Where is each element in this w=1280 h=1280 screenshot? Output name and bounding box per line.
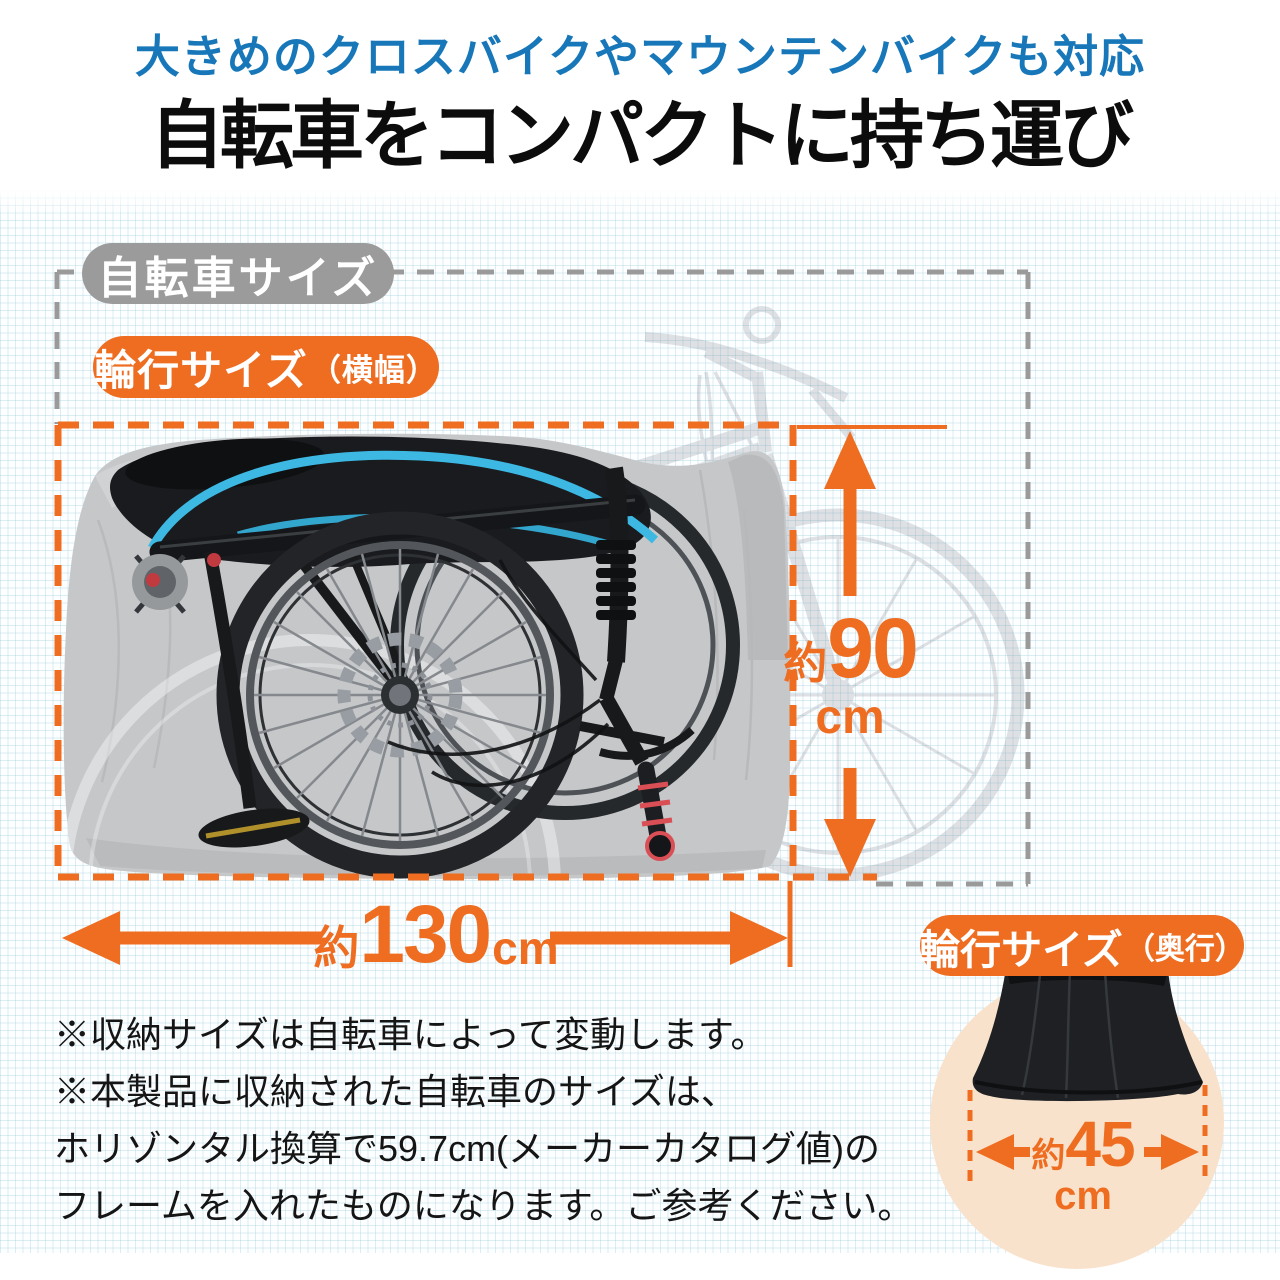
note-line: ※収納サイズは自転車によって変動します。: [54, 1014, 767, 1055]
note-line: ホリゾンタル換算で59.7cm(メーカーカタログ値)の: [54, 1128, 881, 1169]
bike-size-badge-label: 自転車サイズ: [97, 253, 379, 303]
packed-size-dashed-box: [54, 421, 877, 881]
notes: ※収納サイズは自転車によって変動します。 ※本製品に収納された自転車のサイズは、…: [54, 1006, 913, 1234]
width-value: 130: [359, 889, 492, 980]
height-value: 90: [827, 601, 918, 695]
extension-lines: [787, 425, 947, 967]
carry-depth-badge-sub: （奥行）: [1124, 932, 1245, 966]
height-arrow: [824, 431, 876, 877]
width-arrow: [62, 911, 788, 965]
height-dimension-label: 約 90 cm: [782, 606, 918, 742]
bike-bag-photo: [63, 433, 791, 879]
bike-size-badge: 自転車サイズ: [82, 243, 394, 304]
note-line: ※本製品に収納された自転車のサイズは、: [54, 1071, 737, 1112]
width-approx: 約: [313, 922, 360, 974]
depth-unit: cm: [1054, 1174, 1112, 1218]
carry-width-badge: 輪行サイズ （横幅）: [93, 336, 439, 398]
width-dimension-label: 約 130 cm: [313, 889, 558, 980]
header: 大きめのクロスバイクやマウンテンバイクも対応 自転車をコンパクトに持ち運び: [0, 0, 1280, 190]
carry-depth-badge-label: 輪行サイズ: [919, 926, 1123, 973]
note-line: フレームを入れたものになります。ご参考ください。: [54, 1185, 914, 1226]
depth-approx: 約: [1031, 1137, 1066, 1175]
depth-value: 45: [1065, 1108, 1135, 1180]
page-title: 自転車をコンパクトに持ち運び: [150, 94, 1134, 177]
carry-width-badge-sub: （横幅）: [309, 352, 438, 388]
depth-arrow: [976, 1134, 1199, 1170]
depth-dimension-label: 約 45 cm: [1013, 1112, 1153, 1216]
header-subtitle: 大きめのクロスバイクやマウンテンバイクも対応: [134, 31, 1146, 82]
height-unit: cm: [815, 691, 885, 744]
carry-depth-badge: 輪行サイズ （奥行）: [919, 915, 1245, 976]
carry-width-badge-label: 輪行サイズ: [94, 346, 308, 394]
width-unit: cm: [492, 922, 559, 974]
height-approx: 約: [783, 639, 828, 688]
